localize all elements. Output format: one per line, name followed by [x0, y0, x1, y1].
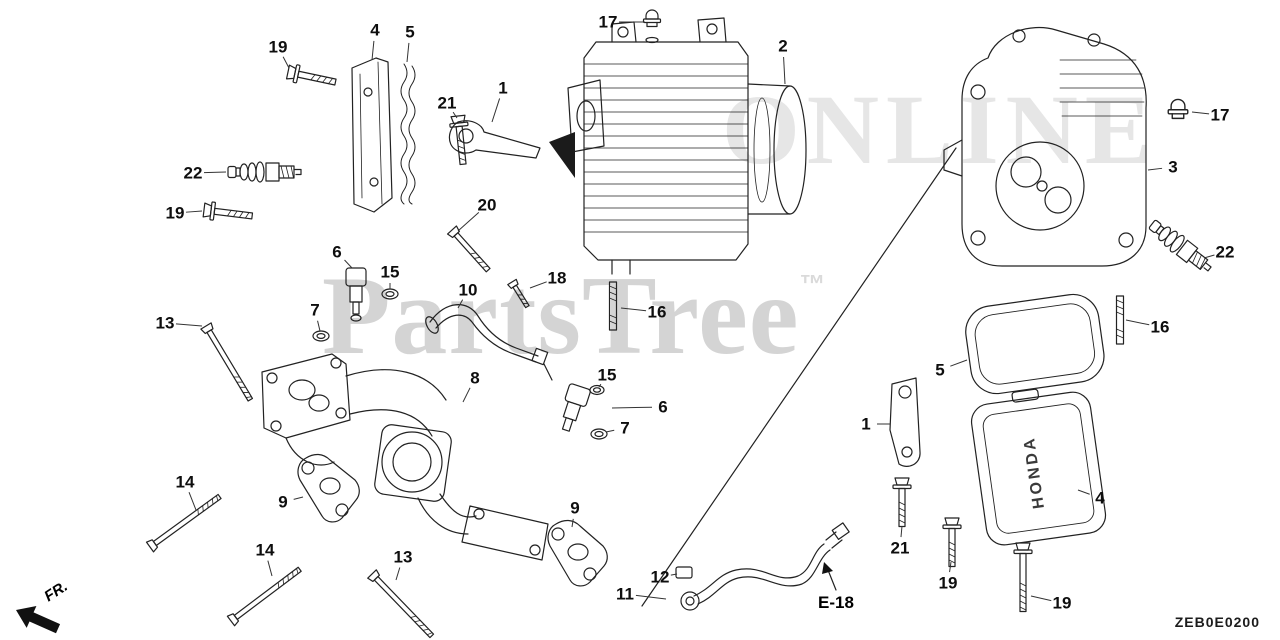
- front-direction-arrow: [16, 605, 61, 634]
- callout-21: 21: [437, 93, 457, 113]
- callout-21: 21: [890, 538, 910, 558]
- callout-22: 22: [1215, 242, 1235, 262]
- watermark-partstree: PartsTree™: [322, 252, 827, 381]
- callout-14: 14: [175, 472, 195, 492]
- callout-13: 13: [393, 547, 413, 567]
- callout-20: 20: [477, 195, 497, 215]
- callout-6: 6: [658, 397, 668, 417]
- callout-17: 17: [598, 12, 618, 32]
- callout-17: 17: [1210, 105, 1230, 125]
- injector-drawing-right: [561, 383, 591, 432]
- washer-drawing-left: [312, 330, 330, 342]
- section-divider-line: [641, 147, 957, 607]
- callout-14: 14: [255, 540, 275, 560]
- manifold-gasket-drawing-right: [547, 519, 608, 587]
- fuel-pipe-drawing: [425, 304, 553, 381]
- callout-9: 9: [570, 498, 580, 518]
- callout-7: 7: [620, 418, 630, 438]
- plate-drawing-left: [448, 120, 541, 159]
- callout-1: 1: [498, 78, 508, 98]
- callout-16: 16: [647, 302, 667, 322]
- callout-10: 10: [458, 280, 478, 300]
- bracket-drawing-right: [889, 377, 921, 467]
- cap-nut-drawing-top: [642, 9, 662, 44]
- callout-2: 2: [778, 36, 788, 56]
- callout-5: 5: [935, 360, 945, 380]
- washer-drawing-right: [590, 428, 608, 440]
- callout-13: 13: [155, 313, 175, 333]
- callout-12: 12: [650, 567, 670, 587]
- callout-6: 6: [332, 242, 342, 262]
- callout-4: 4: [1095, 488, 1105, 508]
- callout-4: 4: [370, 20, 380, 40]
- valve-cover-gasket-drawing: [965, 293, 1105, 395]
- callout-8: 8: [470, 368, 480, 388]
- callout-1: 1: [861, 414, 871, 434]
- callout-3: 3: [1168, 157, 1178, 177]
- callout-22: 22: [183, 163, 203, 183]
- callout-16: 16: [1150, 317, 1170, 337]
- e18-arrow: [822, 562, 837, 591]
- callout-11: 11: [616, 584, 634, 604]
- callout-5: 5: [405, 22, 415, 42]
- injector-drawing-left: [345, 267, 367, 322]
- callout-9: 9: [278, 492, 288, 512]
- gasket-strip-drawing: [400, 63, 416, 205]
- callout-7: 7: [310, 300, 320, 320]
- oring-drawing-right: [589, 384, 605, 396]
- cylinder-block-drawing: [549, 17, 807, 275]
- watermark-text: PartsTree: [322, 254, 800, 378]
- cylinder-head-drawing: [943, 26, 1147, 267]
- trademark-symbol: ™: [799, 269, 827, 299]
- callout-15: 15: [380, 262, 400, 282]
- intake-manifold-drawing: [261, 353, 549, 561]
- callout-19: 19: [938, 573, 958, 593]
- callout-15: 15: [597, 365, 617, 385]
- callout-19: 19: [268, 37, 288, 57]
- callout-18: 18: [547, 268, 567, 288]
- diagram-code: ZEB0E0200: [1174, 614, 1260, 630]
- section-reference: E-18: [818, 593, 854, 612]
- manifold-gasket-drawing-left: [297, 453, 360, 523]
- callout-19: 19: [165, 203, 185, 223]
- heat-shield-drawing: [351, 57, 393, 213]
- breather-tube-drawing: [675, 522, 850, 611]
- valve-cover-drawing: [970, 388, 1107, 546]
- callout-19: 19: [1052, 593, 1072, 613]
